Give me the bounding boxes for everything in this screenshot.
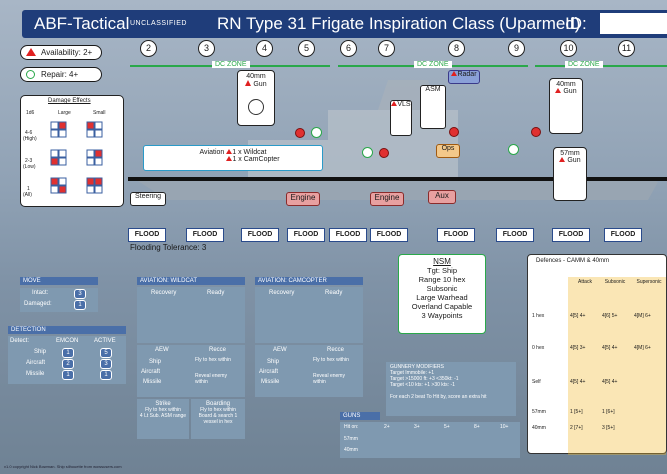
ops[interactable]: Ops bbox=[436, 144, 460, 158]
section-9: 9 bbox=[508, 40, 525, 57]
wildcat-title: AVIATION: WILDCAT bbox=[137, 277, 245, 285]
wildcat-boarding[interactable]: Boarding Fly to hex within Board & searc… bbox=[191, 399, 245, 439]
wrench-icon bbox=[311, 127, 322, 138]
id-field[interactable] bbox=[600, 13, 667, 34]
fire-icon bbox=[449, 127, 459, 137]
title-bar: ABF-Tactical UNCLASSIFIED RN Type 31 Fri… bbox=[22, 10, 667, 38]
engine-2[interactable]: Engine bbox=[370, 192, 404, 206]
gun-fwd-label: Gun bbox=[238, 80, 274, 88]
repair-badge: Repair: 4+ bbox=[20, 67, 102, 82]
damage-effects-title: Damage Effects bbox=[48, 98, 91, 104]
flood-2[interactable]: FLOOD bbox=[128, 228, 166, 242]
move-panel: Intact: 3 Damaged: 1 bbox=[20, 288, 98, 312]
wrench-icon bbox=[26, 70, 36, 79]
section-8: 8 bbox=[448, 40, 465, 57]
wildcat-aew-recce[interactable]: AEW Recce Ship Aircraft Missile Fly to h… bbox=[137, 345, 245, 397]
detection-panel: Detect: EMCON ACTIVE Ship 1 5 Aircraft 2… bbox=[8, 336, 126, 384]
camcopter-aew-recce[interactable]: AEW Recce Ship Aircraft Missile Fly to h… bbox=[255, 345, 363, 397]
fire-icon bbox=[295, 128, 305, 138]
ship-title: RN Type 31 Frigate Inspiration Class (Up… bbox=[217, 14, 581, 33]
wildcat-recovery-ready[interactable]: Recovery Ready bbox=[137, 287, 245, 343]
dc-zone-label-1: DC ZONE bbox=[212, 61, 250, 68]
steering[interactable]: Steering bbox=[130, 192, 166, 206]
nsm-panel: NSM Tgt: Ship Range 10 hex Subsonic Larg… bbox=[398, 254, 486, 334]
footer-credit: v1.0 copyright Nick Bowman. Ship silhoue… bbox=[4, 464, 122, 469]
flood-10[interactable]: FLOOD bbox=[552, 228, 590, 242]
flooding-tolerance: Flooding Tolerance: 3 bbox=[130, 243, 207, 252]
damage-effects-panel: Damage Effects 1d6 Large Small 4-6 (High… bbox=[20, 95, 124, 207]
gunnery-modifiers: GUNNERY MODIFIERS Target Immobile: +1 Ta… bbox=[386, 362, 516, 416]
aux[interactable]: Aux bbox=[428, 190, 456, 204]
gun-aft-40mm[interactable]: 40mm Gun bbox=[549, 78, 583, 134]
move-damaged-value: 1 bbox=[74, 300, 86, 310]
dc-zone-label-3: DC ZONE bbox=[565, 61, 603, 68]
flood-6[interactable]: FLOOD bbox=[329, 228, 367, 242]
game-title: ABF-Tactical bbox=[34, 14, 130, 33]
guns-title: GUNS bbox=[340, 412, 380, 420]
flood-11[interactable]: FLOOD bbox=[604, 228, 642, 242]
gun-fwd-40mm[interactable]: 40mm Gun bbox=[237, 70, 275, 126]
flood-3[interactable]: FLOOD bbox=[186, 228, 224, 242]
vls-label: VLS bbox=[391, 101, 411, 108]
flood-5[interactable]: FLOOD bbox=[287, 228, 325, 242]
camcopter-recovery-ready[interactable]: Recovery Ready bbox=[255, 287, 363, 343]
id-label: ID: bbox=[565, 14, 587, 33]
section-11: 11 bbox=[618, 40, 635, 57]
fire-icon bbox=[531, 127, 541, 137]
wrench-icon bbox=[362, 147, 373, 158]
gun-aft-57mm[interactable]: 57mm Gun bbox=[553, 147, 587, 201]
dc-zone-label-2: DC ZONE bbox=[414, 61, 452, 68]
section-7: 7 bbox=[378, 40, 395, 57]
defences-panel: Defences - CAMM & 40mm Attack Subsonic S… bbox=[527, 254, 667, 455]
damage-grids bbox=[50, 121, 103, 194]
radar[interactable]: Radar bbox=[448, 70, 480, 84]
warning-icon bbox=[26, 48, 36, 57]
move-intact-value: 3 bbox=[74, 289, 86, 299]
engine-1[interactable]: Engine bbox=[286, 192, 320, 206]
detection-title: DETECTION bbox=[8, 326, 126, 334]
section-10: 10 bbox=[560, 40, 577, 57]
asm-launcher[interactable]: ASM bbox=[420, 85, 446, 129]
flood-8[interactable]: FLOOD bbox=[437, 228, 475, 242]
section-4: 4 bbox=[256, 40, 273, 57]
move-title: MOVE bbox=[20, 277, 98, 285]
wildcat-strike[interactable]: Strike Fly to hex within 4 Lt Sub. ASM r… bbox=[137, 399, 189, 439]
section-5: 5 bbox=[298, 40, 315, 57]
turret-icon bbox=[248, 99, 264, 115]
section-2: 2 bbox=[140, 40, 157, 57]
flood-7[interactable]: FLOOD bbox=[370, 228, 408, 242]
defences-title: Defences - CAMM & 40mm bbox=[536, 258, 610, 264]
availability-badge: Availability: 2+ bbox=[20, 45, 102, 60]
camcopter-title: AVIATION: CAMCOPTER bbox=[255, 277, 363, 285]
section-3: 3 bbox=[198, 40, 215, 57]
guns-table: Hit on: 2+ 3+ 5+ 8+ 10+ 57mm 40mm bbox=[340, 422, 520, 458]
wrench-icon bbox=[508, 144, 519, 155]
section-6: 6 bbox=[340, 40, 357, 57]
fire-icon bbox=[379, 148, 389, 158]
flood-9[interactable]: FLOOD bbox=[496, 228, 534, 242]
aviation-box[interactable]: Aviation 1 x Wildcat 1 x CamCopter bbox=[143, 145, 323, 171]
flood-4[interactable]: FLOOD bbox=[241, 228, 279, 242]
vls-launcher[interactable]: VLS bbox=[390, 100, 412, 136]
classification: UNCLASSIFIED bbox=[130, 20, 187, 27]
